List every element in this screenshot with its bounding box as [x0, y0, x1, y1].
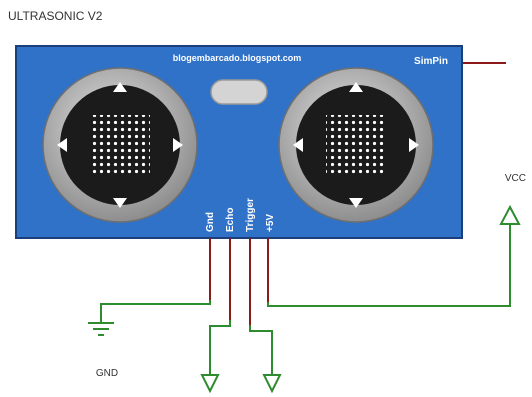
pin-label-gnd: Gnd: [205, 212, 216, 232]
ground-symbol: [88, 322, 114, 336]
gnd-wire: [100, 300, 211, 323]
diagram-title: ULTRASONIC V2: [8, 9, 103, 23]
trigger-wire: [249, 325, 273, 375]
echo-output-arrow: [200, 374, 220, 394]
pin-label-5v: +5V: [265, 214, 276, 232]
board-website-label: blogembarcado.blogspot.com: [173, 53, 302, 63]
echo-wire: [209, 320, 231, 375]
pin-stubs: [209, 238, 269, 325]
trigger-input-arrow: [262, 374, 282, 394]
vcc-label: VCC: [505, 173, 526, 184]
left-transducer: [42, 67, 198, 223]
right-transducer: [278, 67, 434, 223]
crystal-oscillator: [210, 79, 268, 105]
simpin-badge: SimPin: [414, 56, 448, 67]
pin-label-trigger: Trigger: [245, 198, 256, 232]
vcc-arrow: [499, 204, 521, 225]
gnd-label: GND: [96, 368, 118, 379]
pin-label-echo: Echo: [225, 208, 236, 232]
vcc-wire: [267, 224, 511, 307]
